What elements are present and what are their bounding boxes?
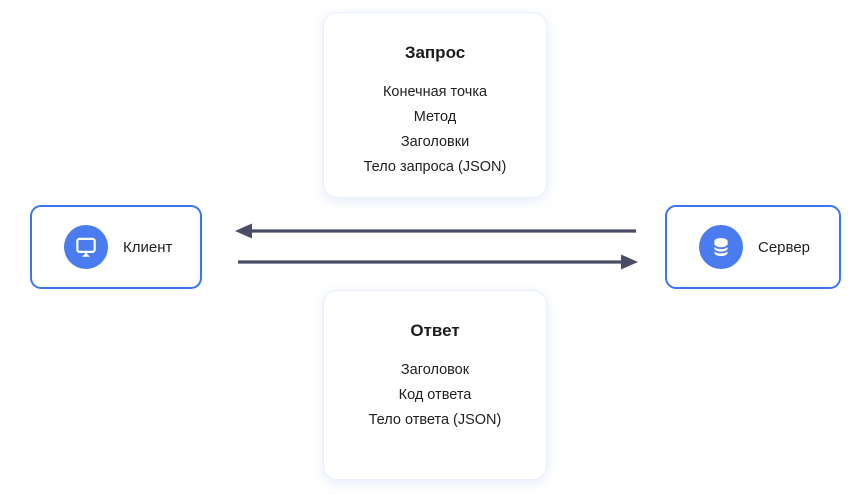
arrow-pointing-right [238, 254, 638, 270]
response-item: Тело ответа (JSON) [368, 412, 502, 428]
database-icon [699, 225, 743, 269]
response-item: Код ответа [398, 387, 472, 403]
response-box-items: Заголовок Код ответа Тело ответа (JSON) [324, 358, 546, 433]
arrows-layer [235, 223, 638, 270]
client-node: Клиент [30, 205, 202, 289]
request-box-items: Конечная точка Метод Заголовки Тело запр… [324, 80, 546, 180]
request-item: Тело запроса (JSON) [363, 159, 507, 175]
request-item: Конечная точка [382, 84, 488, 100]
request-box: Запрос Конечная точка Метод Заголовки Те… [323, 12, 547, 198]
request-item: Метод [413, 109, 457, 125]
request-box-title: Запрос [404, 43, 466, 62]
request-item: Заголовки [400, 134, 470, 150]
monitor-icon [64, 225, 108, 269]
response-box: Ответ Заголовок Код ответа Тело ответа (… [323, 290, 547, 480]
arrow-pointing-left [235, 223, 636, 239]
server-label: Сервер [758, 238, 811, 256]
server-node: Сервер [665, 205, 841, 289]
client-label: Клиент [123, 238, 173, 256]
response-box-title: Ответ [410, 321, 460, 340]
response-item: Заголовок [400, 362, 470, 378]
